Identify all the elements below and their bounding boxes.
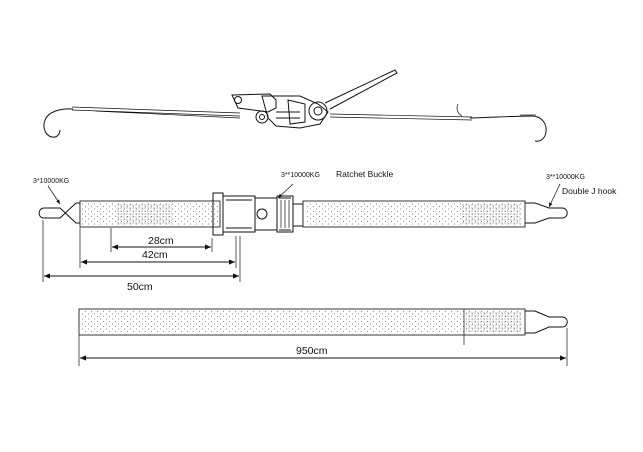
svg-text:28cm: 28cm xyxy=(148,235,174,247)
svg-text:42cm: 42cm xyxy=(142,249,168,261)
ratchet-buckle-side xyxy=(231,69,398,129)
ratchet-buckle-label: Ratchet Buckle xyxy=(336,169,393,179)
load-rating-right: 3**10000KG xyxy=(546,174,585,181)
strap-side-left xyxy=(71,106,241,119)
left-j-hook-side xyxy=(43,108,74,138)
dimension-42cm: 42cm xyxy=(79,228,237,268)
right-j-hook-top xyxy=(525,202,568,224)
dimension-28cm: 28cm xyxy=(110,228,213,252)
callout-right xyxy=(548,183,561,208)
load-rating-buckle: 3**10000KG xyxy=(281,172,320,179)
long-strap-hook xyxy=(525,310,568,334)
top-view-assembly: 3*10000KG 3**10000KG Ratchet Buckle 3**1… xyxy=(33,169,617,293)
double-j-hook-label: Double J hook xyxy=(562,186,617,196)
side-view-assembly xyxy=(43,69,547,142)
right-j-hook-side xyxy=(469,115,547,142)
load-rating-left: 3*10000KG xyxy=(33,178,69,185)
svg-text:950cm: 950cm xyxy=(296,345,328,357)
left-j-hook-top xyxy=(38,202,81,224)
callout-left xyxy=(47,185,61,205)
ratchet-buckle-top xyxy=(212,192,304,236)
strap-side-right xyxy=(329,103,473,121)
svg-text:50cm: 50cm xyxy=(127,281,153,293)
dimension-950cm: 950cm xyxy=(78,328,568,366)
long-strap-assembly: 950cm xyxy=(78,308,568,366)
dimension-50cm: 50cm xyxy=(42,220,241,293)
callout-buckle xyxy=(277,183,294,199)
